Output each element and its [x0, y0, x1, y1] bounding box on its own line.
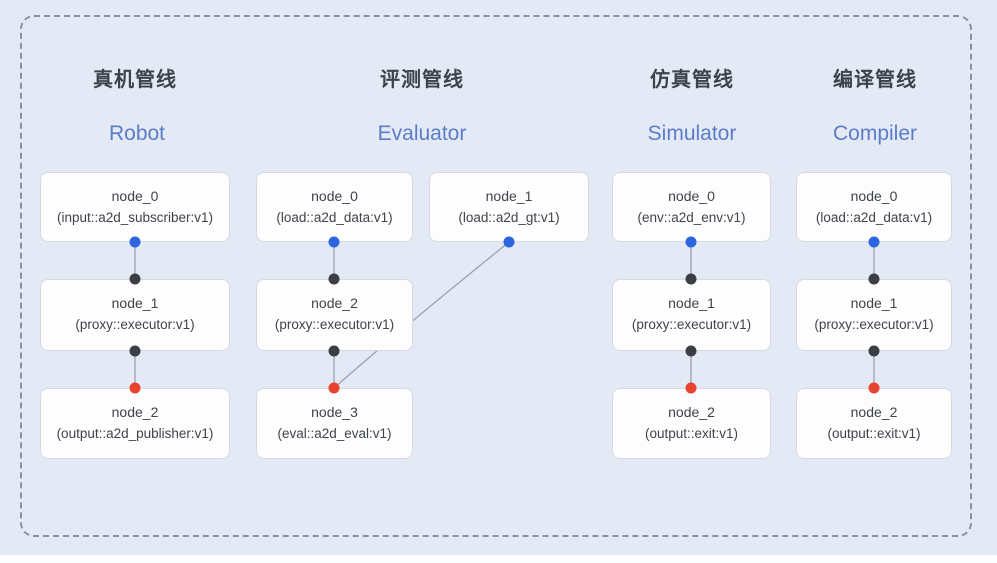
node-box-compiler-0: node_0 (load::a2d_data:v1) — [796, 172, 952, 242]
node-name: node_0 — [311, 188, 358, 204]
node-name: node_0 — [850, 188, 898, 204]
node-name: node_1 — [668, 295, 715, 311]
node-name: node_2 — [311, 295, 358, 311]
node-box-robot-0: node_0 (input::a2d_subscriber:v1) — [40, 172, 230, 242]
node-type: (load::a2d_data:v1) — [276, 210, 393, 225]
input-port-dot-red — [685, 382, 697, 394]
input-port-dot-red — [328, 382, 340, 394]
output-port-dot-blue — [503, 236, 515, 248]
node-name: node_3 — [311, 404, 358, 420]
node-type: (proxy::executor:v1) — [814, 317, 934, 332]
node-type: (load::a2d_gt:v1) — [458, 210, 560, 225]
node-box-robot-2: node_2 (output::a2d_publisher:v1) — [40, 388, 230, 459]
pipeline-title-en-robot: Robot — [108, 122, 166, 145]
input-port-dot-dark — [328, 273, 340, 285]
node-box-simulator-1: node_1 (proxy::executor:v1) — [612, 279, 771, 351]
pipeline-title-en-compiler: Compiler — [832, 122, 918, 145]
pipeline-title-zh-simulator: 仿真管线 — [650, 69, 734, 91]
node-box-robot-1: node_1 (proxy::executor:v1) — [40, 279, 230, 351]
node-name: node_1 — [850, 295, 898, 311]
node-box-evaluator-3: node_3 (eval::a2d_eval:v1) — [256, 388, 413, 459]
node-type: (load::a2d_data:v1) — [815, 210, 933, 225]
node-type: (proxy::executor:v1) — [274, 317, 395, 332]
node-box-evaluator-2: node_2 (proxy::executor:v1) — [256, 279, 413, 351]
node-name: node_1 — [111, 295, 159, 311]
input-port-dot-dark — [129, 273, 141, 285]
output-port-dot-blue — [685, 236, 697, 248]
output-port-dot-dark — [328, 345, 340, 357]
output-port-dot-blue — [328, 236, 340, 248]
output-port-dot-blue — [129, 236, 141, 248]
node-box-compiler-2: node_2 (output::exit:v1) — [796, 388, 952, 459]
node-box-evaluator-0: node_0 (load::a2d_data:v1) — [256, 172, 413, 242]
node-box-evaluator-1: node_1 (load::a2d_gt:v1) — [429, 172, 589, 242]
node-type: (proxy::executor:v1) — [631, 317, 752, 332]
node-type: (output::a2d_publisher:v1) — [56, 426, 214, 441]
output-port-dot-dark — [129, 345, 141, 357]
pipeline-title-zh-robot: 真机管线 — [93, 69, 177, 91]
node-type: (eval::a2d_eval:v1) — [277, 426, 392, 441]
node-type: (output::exit:v1) — [644, 426, 739, 441]
node-box-simulator-2: node_2 (output::exit:v1) — [612, 388, 771, 459]
input-port-dot-dark — [685, 273, 697, 285]
input-port-dot-red — [129, 382, 141, 394]
node-type: (proxy::executor:v1) — [75, 317, 195, 332]
node-name: node_2 — [850, 404, 898, 420]
node-box-simulator-0: node_0 (env::a2d_env:v1) — [612, 172, 771, 242]
output-port-dot-blue — [868, 236, 880, 248]
node-name: node_1 — [485, 188, 533, 204]
pipeline-title-zh-evaluator: 评测管线 — [380, 69, 464, 91]
node-name: node_0 — [668, 188, 715, 204]
input-port-dot-red — [868, 382, 880, 394]
node-name: node_2 — [668, 404, 715, 420]
node-type: (env::a2d_env:v1) — [637, 210, 746, 225]
output-port-dot-dark — [685, 345, 697, 357]
node-type: (output::exit:v1) — [827, 426, 921, 441]
pipeline-title-en-simulator: Simulator — [647, 122, 737, 145]
input-port-dot-dark — [868, 273, 880, 285]
node-name: node_0 — [111, 188, 159, 204]
output-port-dot-dark — [868, 345, 880, 357]
pipeline-group-frame — [20, 15, 972, 537]
page-bottom-strip — [0, 555, 997, 563]
pipeline-title-en-evaluator: Evaluator — [377, 122, 467, 145]
node-type: (input::a2d_subscriber:v1) — [56, 210, 214, 225]
node-name: node_2 — [111, 404, 159, 420]
node-box-compiler-1: node_1 (proxy::executor:v1) — [796, 279, 952, 351]
pipeline-title-zh-compiler: 编译管线 — [833, 69, 917, 91]
